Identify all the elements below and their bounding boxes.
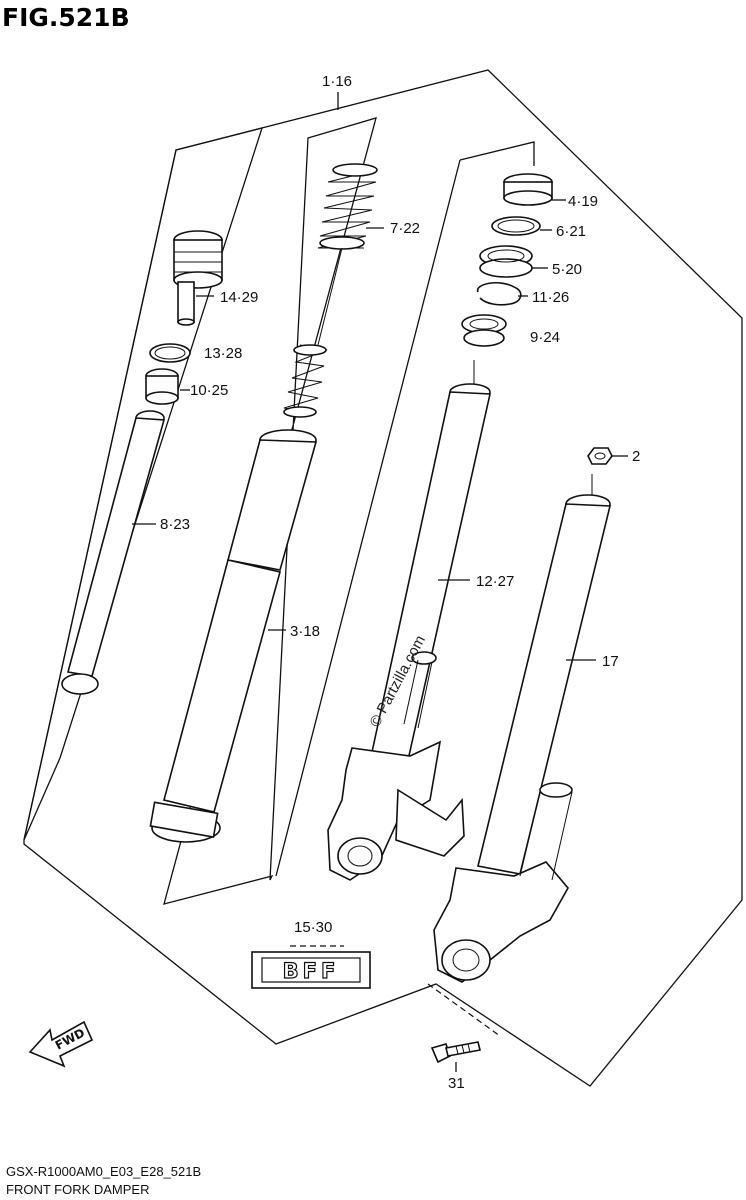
model-code: GSX-R1000AM0_E03_E28_521B [6,1164,201,1179]
inner-tube-left [327,360,491,881]
group-boundary-left [23,127,263,841]
callout-p5: 5·20 [552,261,582,278]
fwd-arrow-icon: FWD [28,1020,94,1068]
group-boundary-right [459,141,535,166]
figure-title: FIG.521B [2,3,130,32]
snap-ring [477,281,522,306]
callout-p6: 6·21 [556,223,586,240]
callout-p15: 15·30 [294,919,332,936]
assembly-boundary [23,69,743,1087]
callout-p14: 14·29 [220,289,258,306]
callout-p12: 2 [632,448,640,465]
outer-tube [149,429,318,843]
damper-cylinder [61,410,166,695]
callout-p11: 11·26 [532,289,569,306]
group-boundary-middle [163,117,377,905]
bolt-dash-leader [427,983,501,1037]
callout-p4: 4·19 [568,193,598,210]
bolt [430,1041,481,1064]
callout-p13: 13·28 [204,345,242,362]
callout-assy: 1·16 [322,73,352,90]
group-boundary-right-edge [275,159,461,877]
dust-seal [461,314,507,347]
callout-p9: 9·24 [530,329,560,346]
callout-p10: 10·25 [190,382,228,399]
oil-seal [479,245,533,278]
callout-p7: 7·22 [390,220,420,237]
bfp-label: BFF [251,951,371,989]
callout-p2: 12·27 [476,573,514,590]
inner-tube-right [433,474,612,983]
figure-caption: FRONT FORK DAMPER [6,1182,150,1197]
nut [587,447,613,465]
bushing [145,368,179,405]
fork-spring [283,163,378,418]
callout-p17: 17 [602,653,619,670]
fork-cap-bolt [173,230,223,326]
guide-bushing [503,173,553,206]
callout-p3: 3·18 [290,623,320,640]
bfp-badge-text: BFF [283,959,340,983]
callout-p31: 31 [448,1075,465,1092]
callout-p8: 8·23 [160,516,190,533]
